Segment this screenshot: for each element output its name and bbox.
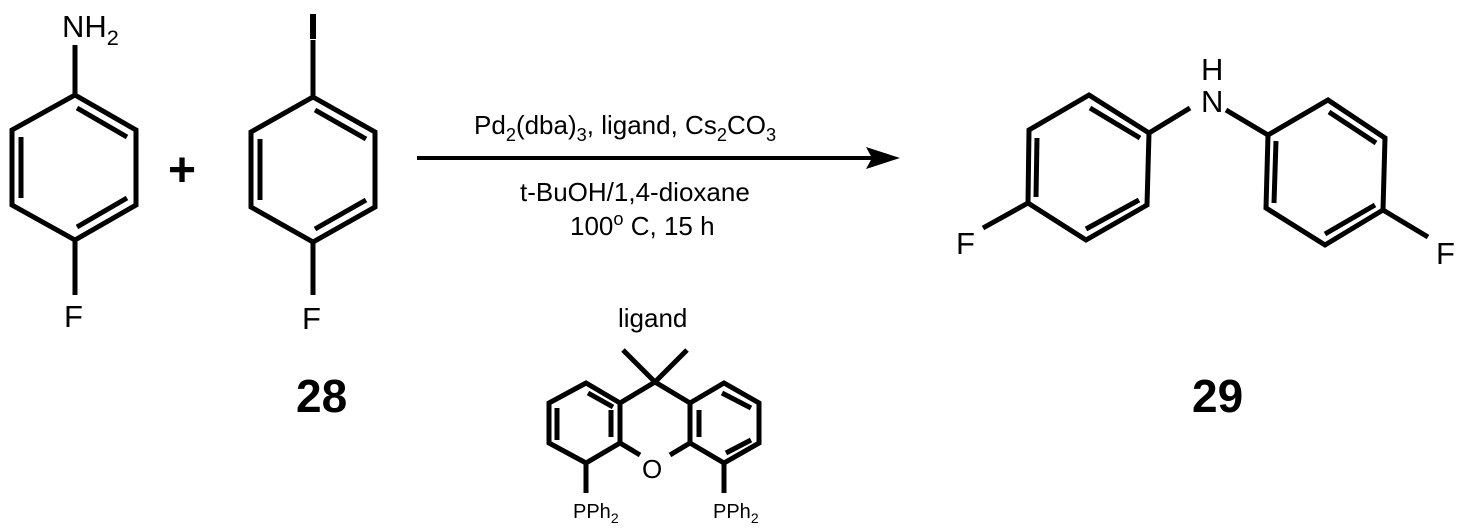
reactant-4-fluoroaniline: NH2 F <box>9 9 139 334</box>
pph2-left-label: PPh2 <box>573 501 619 526</box>
fluorine-right-label: F <box>1436 236 1455 271</box>
ligand-xantphos: ligand O PPh2 PPh2 <box>546 303 762 526</box>
reaction-arrow <box>417 147 900 169</box>
fluorine-label: F <box>302 301 321 336</box>
nitrogen-label: N <box>1201 84 1223 119</box>
amine-label: NH2 <box>62 9 119 50</box>
solvent-label: t-BuOH/1,4-dioxane <box>520 177 750 207</box>
ligand-title: ligand <box>618 303 687 333</box>
compound-number-29: 29 <box>1192 370 1243 422</box>
pph2-right-label: PPh2 <box>713 501 759 526</box>
oxygen-label: O <box>642 454 662 484</box>
plus-sign: + <box>168 144 196 197</box>
fluorine-label: F <box>64 299 83 334</box>
reactant-28: F 28 <box>248 14 378 422</box>
hydrogen-label: H <box>1201 52 1223 87</box>
iodine-label <box>310 14 316 39</box>
compound-number-28: 28 <box>296 370 347 422</box>
temperature-time-label: 100o C, 15 h <box>570 209 715 241</box>
fluorine-left-label: F <box>956 226 975 261</box>
reagents-label: Pd2(dba)3, ligand, Cs2CO3 <box>474 110 776 145</box>
product-29: F N H F 29 <box>956 52 1455 422</box>
